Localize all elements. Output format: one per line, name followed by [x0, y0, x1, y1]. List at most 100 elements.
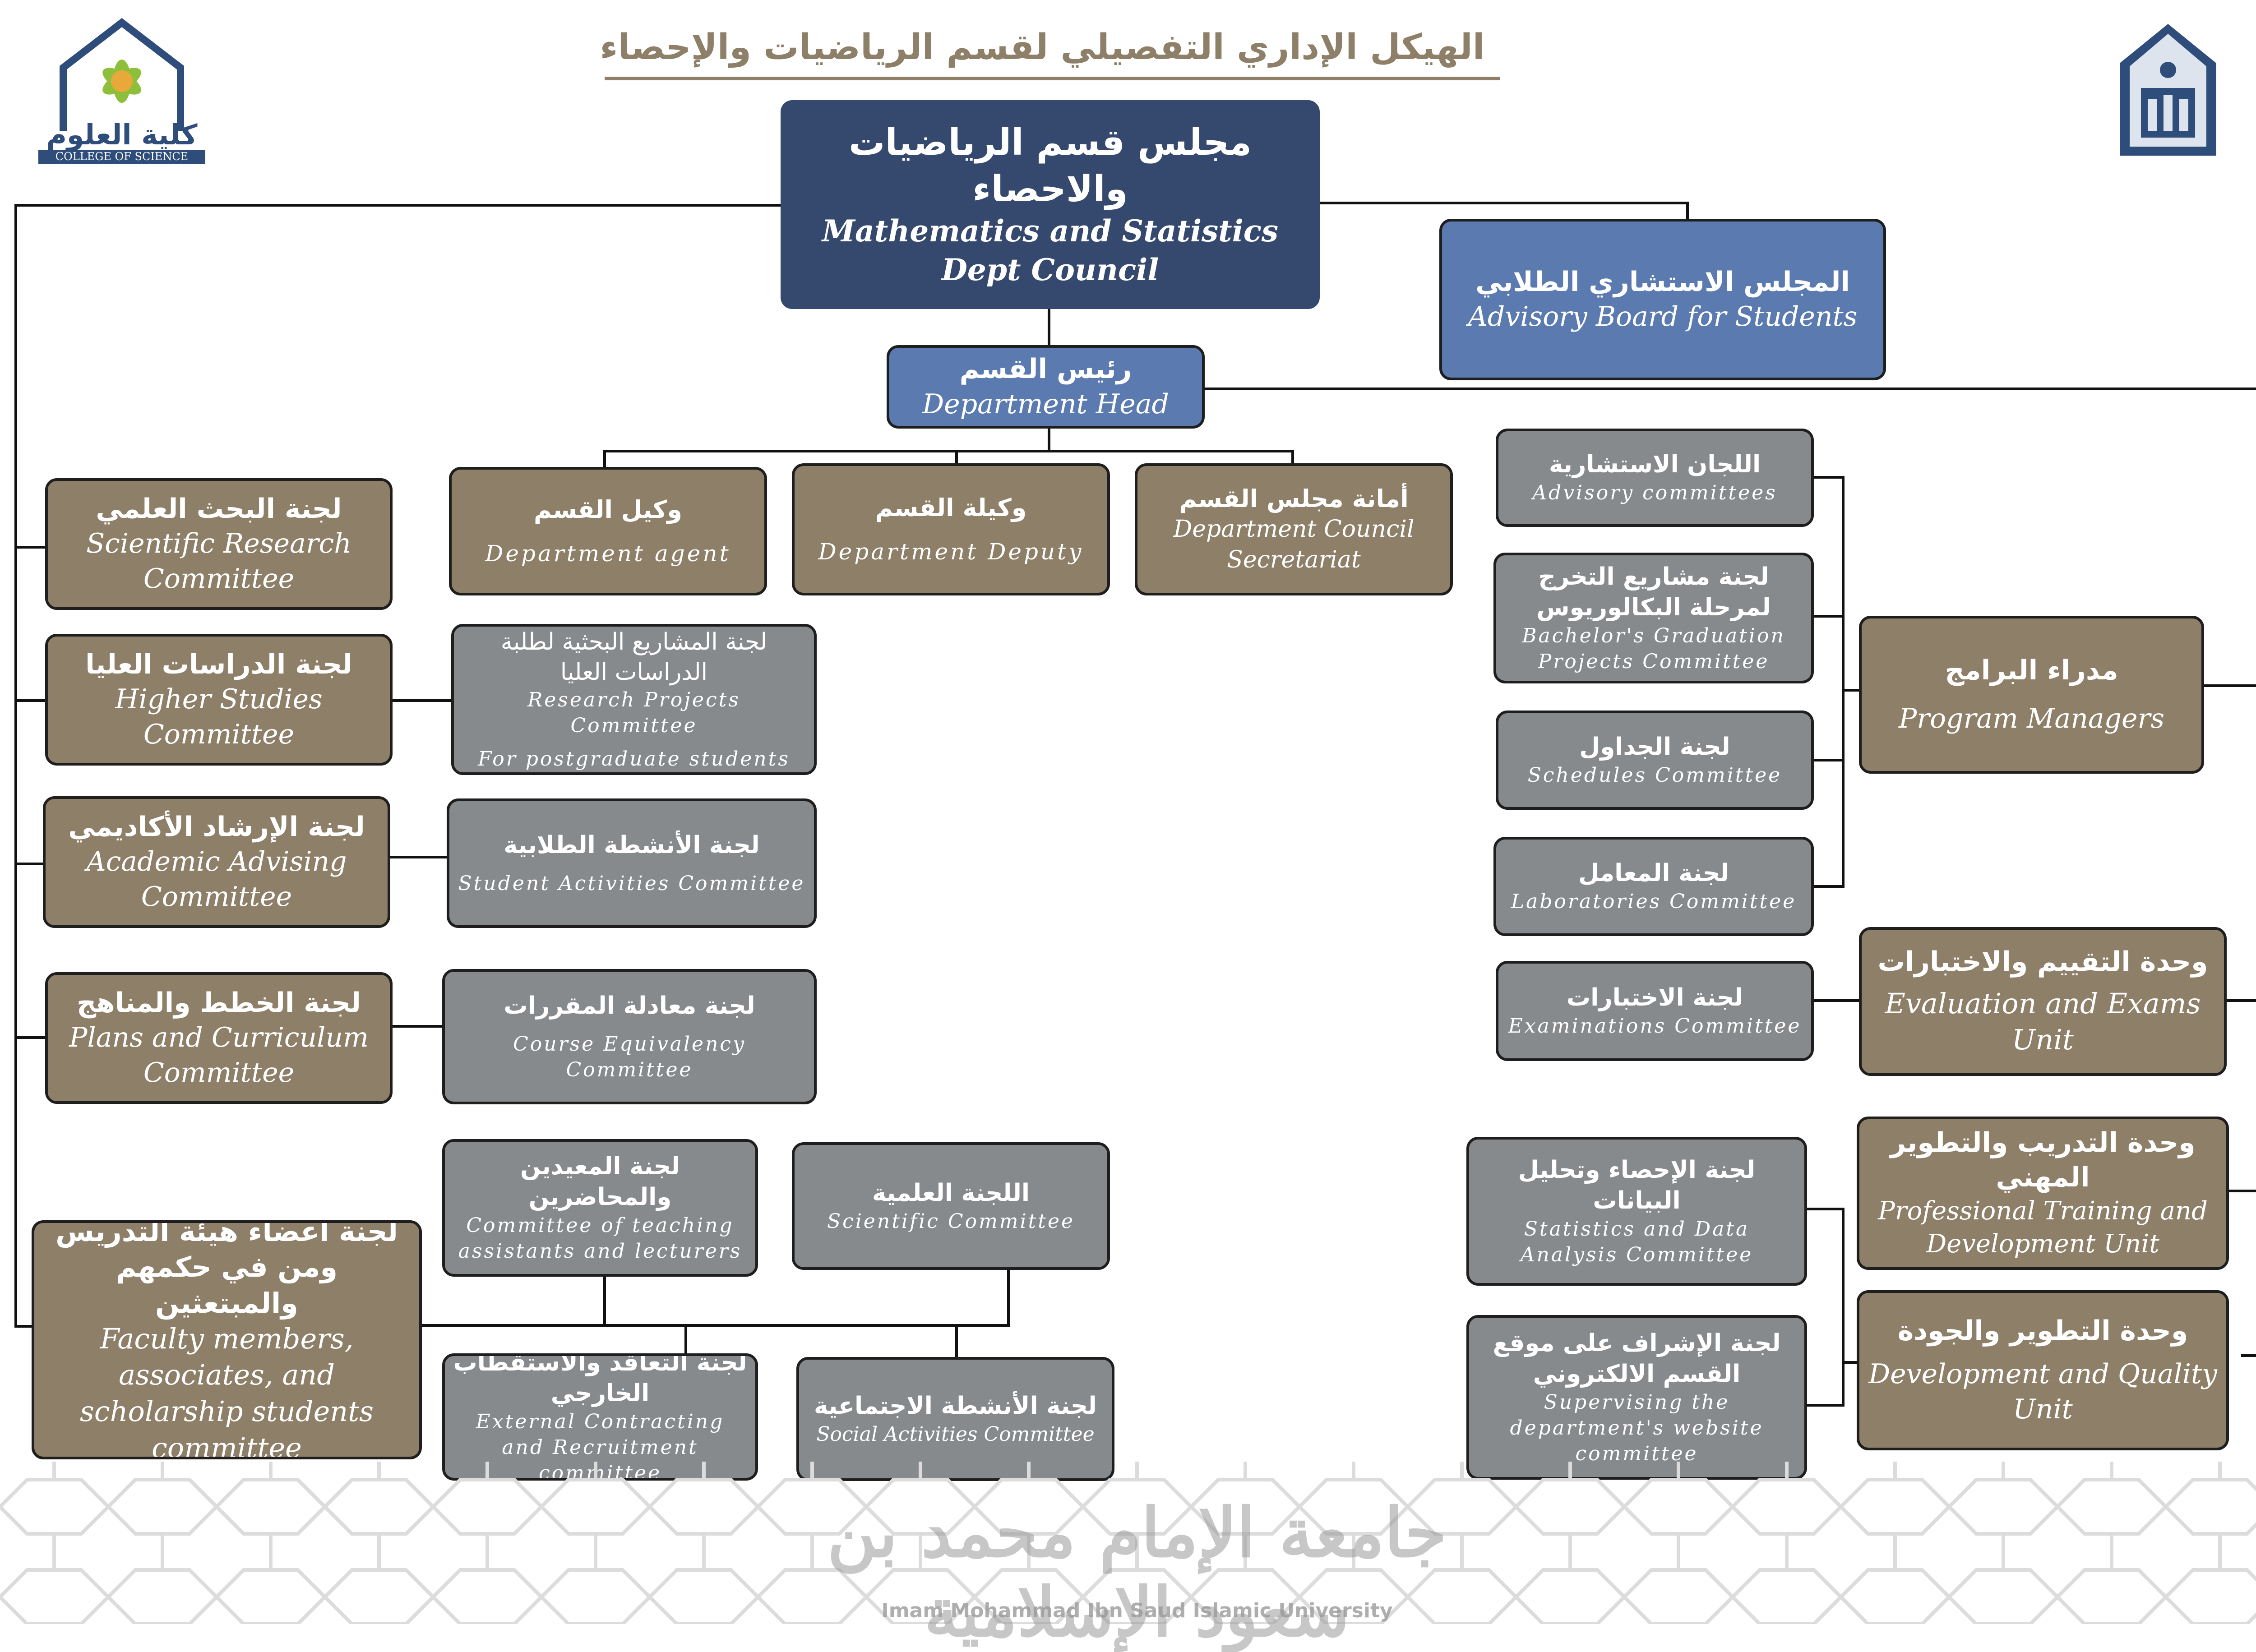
- university-name-ar: جامعة الإمام محمد بن سعود الإسلامية: [827, 1493, 1447, 1652]
- department-agent-en: Department agent: [485, 540, 731, 567]
- department-head-en: Department Head: [922, 388, 1169, 420]
- university-name-en: Imam Mohammad Ibn Saud Islamic Universit…: [881, 1599, 1393, 1622]
- evaluation-unit-en: Evaluation and Exams Unit: [1885, 987, 2201, 1057]
- college-of-science-logo: كلية العلوم COLLEGE OF SCIENCE: [38, 18, 205, 164]
- course-equivalency-committee-box: لجنة معادلة المقررات Course Equivalency …: [442, 969, 817, 1104]
- research-projects-committee-ar: لجنة المشاريع البحثية لطلبة الدراسات الع…: [500, 628, 767, 686]
- training-unit-en: Professional Training and Development Un…: [1878, 1196, 2208, 1259]
- department-agent-ar: وكيل القسم: [534, 495, 682, 524]
- higher-studies-committee-ar: لجنة الدراسات العليا: [85, 648, 352, 680]
- teaching-assistants-committee-box: لجنة المعيدين والمحاضرين Committee of te…: [442, 1139, 758, 1277]
- department-agent-box: وكيل القسم Department agent: [449, 467, 767, 595]
- teaching-assistants-committee-en: Committee of teaching assistants and lec…: [458, 1214, 742, 1263]
- graduation-projects-committee-ar: لجنة مشاريع التخرج لمرحلة البكالوريوس: [1536, 563, 1771, 621]
- graduation-projects-committee-en: Bachelor's Graduation Projects Committee: [1522, 624, 1785, 673]
- page-title: الهيكل الإداري التفصيلي لقسم الرياضيات و…: [600, 27, 1485, 68]
- line-faculty-group: [421, 1237, 1010, 1360]
- department-deputy-ar: وكيلة القسم: [875, 494, 1027, 522]
- research-committee-en: Scientific Research Committee: [86, 528, 351, 595]
- research-projects-committee-en1: Research Projects Committee: [527, 688, 740, 738]
- evaluation-unit-ar: وحدة التقييم والاختبارات: [1877, 946, 2208, 978]
- advisory-board-box: المجلس الاستشاري الطلابي Advisory Board …: [1439, 219, 1886, 380]
- title-underline: [605, 77, 1500, 80]
- advisory-committees-box: اللجان الاستشارية Advisory committees: [1496, 429, 1814, 527]
- council-secretariat-en: Department Council Secretariat: [1173, 516, 1415, 574]
- dept-council-en: Mathematics and Statistics Dept Council: [822, 213, 1279, 287]
- student-activities-committee-en: Student Activities Committee: [458, 872, 805, 895]
- footer-pattern: [0, 1462, 2256, 1624]
- training-unit-ar: وحدة التدريب والتطوير المهني: [1890, 1127, 2196, 1194]
- scientific-committee-en: Scientific Committee: [827, 1209, 1075, 1233]
- scientific-committee-ar: اللجنة العلمية: [872, 1179, 1030, 1207]
- council-secretariat-box: أمانة مجلس القسم Department Council Secr…: [1135, 463, 1453, 595]
- council-secretariat-ar: أمانة مجلس القسم: [1179, 485, 1409, 513]
- plans-curriculum-committee-ar: لجنة الخطط والمناهج: [77, 987, 361, 1019]
- social-activities-committee-en: Social Activities Committee: [816, 1422, 1095, 1446]
- course-equivalency-committee-en: Course Equivalency Committee: [513, 1032, 746, 1081]
- social-activities-committee-box: لجنة الأنشطة الاجتماعية Social Activitie…: [796, 1357, 1114, 1481]
- line-council-advisory: [1318, 202, 1689, 222]
- plans-curriculum-committee-box: لجنة الخطط والمناهج Plans and Curriculum…: [45, 972, 393, 1104]
- statistics-committee-box: لجنة الإحصاء وتحليل البيانات Statistics …: [1466, 1137, 1807, 1286]
- line-program-bracket: [1812, 476, 1863, 888]
- line-head-right-bus: [1203, 388, 2256, 1357]
- examinations-committee-en: Examinations Committee: [1508, 1015, 1802, 1038]
- faculty-committee-en: Faculty members, associates, and scholar…: [80, 1322, 374, 1459]
- plans-curriculum-committee-en: Plans and Curriculum Committee: [69, 1022, 369, 1089]
- quality-unit-box: وحدة التطوير والجودة Development and Qua…: [1857, 1290, 2229, 1450]
- student-activities-committee-box: لجنة الأنشطة الطلابية Student Activities…: [447, 798, 817, 928]
- schedules-committee-en: Schedules Committee: [1527, 764, 1782, 787]
- faculty-committee-ar: لجنة أعضاء هيئة التدريس ومن في حكمهم وال…: [55, 1220, 398, 1320]
- academic-advising-committee-box: لجنة الإرشاد الأكاديمي Academic Advising…: [43, 796, 390, 928]
- line-council-left-bus: [14, 204, 782, 1328]
- program-managers-box: مدراء البرامج Program Managers: [1859, 616, 2204, 774]
- statistics-committee-ar: لجنة الإحصاء وتحليل البيانات: [1518, 1156, 1756, 1214]
- university-emblem-icon: [2120, 24, 2216, 156]
- quality-unit-en: Development and Quality Unit: [1868, 1358, 2217, 1425]
- contracting-committee-ar: لجنة التعاقد والاستقطاب الخارجي: [453, 1353, 747, 1407]
- academic-advising-committee-ar: لجنة الإرشاد الأكاديمي: [68, 811, 365, 843]
- graduation-projects-committee-box: لجنة مشاريع التخرج لمرحلة البكالوريوس Ba…: [1493, 553, 1814, 683]
- student-activities-committee-ar: لجنة الأنشطة الطلابية: [504, 831, 760, 859]
- svg-text:COLLEGE OF SCIENCE: COLLEGE OF SCIENCE: [55, 150, 188, 163]
- laboratories-committee-box: لجنة المعامل Laboratories Committee: [1493, 837, 1814, 936]
- dept-council-ar: مجلس قسم الرياضيات والاحصاء: [849, 121, 1252, 210]
- research-committee-box: لجنة البحث العلمي Scientific Research Co…: [45, 478, 393, 610]
- svg-text:كلية العلوم: كلية العلوم: [46, 118, 198, 152]
- laboratories-committee-ar: لجنة المعامل: [1578, 859, 1729, 887]
- course-equivalency-committee-ar: لجنة معادلة المقررات: [504, 992, 755, 1020]
- social-activities-committee-ar: لجنة الأنشطة الاجتماعية: [814, 1392, 1097, 1420]
- advisory-board-en: Advisory Board for Students: [1468, 301, 1858, 333]
- website-committee-box: لجنة الإشراف على موقع القسم الالكتروني S…: [1466, 1315, 1807, 1480]
- scientific-committee-box: اللجنة العلمية Scientific Committee: [792, 1142, 1110, 1270]
- quality-unit-ar: وحدة التطوير والجودة: [1897, 1315, 2188, 1347]
- schedules-committee-ar: لجنة الجداول: [1579, 733, 1730, 761]
- higher-studies-committee-en: Higher Studies Committee: [115, 683, 323, 751]
- teaching-assistants-committee-ar: لجنة المعيدين والمحاضرين: [520, 1153, 680, 1211]
- program-managers-ar: مدراء البرامج: [1945, 654, 2118, 686]
- evaluation-unit-box: وحدة التقييم والاختبارات Evaluation and …: [1859, 927, 2227, 1076]
- laboratories-committee-en: Laboratories Committee: [1511, 890, 1797, 914]
- line-quality-bracket: [1806, 1208, 1859, 1407]
- research-committee-ar: لجنة البحث العلمي: [96, 493, 342, 525]
- website-committee-ar: لجنة الإشراف على موقع القسم الالكتروني: [1493, 1329, 1781, 1388]
- advisory-committees-ar: اللجان الاستشارية: [1549, 451, 1761, 479]
- research-projects-committee-en2: For postgraduate students: [478, 747, 790, 771]
- dept-council-box: مجلس قسم الرياضيات والاحصاء Mathematics …: [781, 100, 1320, 309]
- advisory-committees-en: Advisory committees: [1532, 481, 1777, 505]
- examinations-committee-ar: لجنة الاختبارات: [1566, 984, 1743, 1012]
- advisory-board-ar: المجلس الاستشاري الطلابي: [1475, 266, 1850, 298]
- faculty-committee-box: لجنة أعضاء هيئة التدريس ومن في حكمهم وال…: [32, 1220, 422, 1459]
- department-deputy-en: Department Deputy: [818, 538, 1084, 565]
- research-projects-committee-box: لجنة المشاريع البحثية لطلبة الدراسات الع…: [451, 624, 817, 775]
- schedules-committee-box: لجنة الجداول Schedules Committee: [1496, 711, 1814, 810]
- examinations-committee-box: لجنة الاختبارات Examinations Committee: [1496, 961, 1814, 1061]
- higher-studies-committee-box: لجنة الدراسات العليا Higher Studies Comm…: [45, 634, 393, 766]
- department-head-ar: رئيس القسم: [959, 353, 1132, 385]
- department-deputy-box: وكيلة القسم Department Deputy: [792, 463, 1110, 595]
- training-unit-box: وحدة التدريب والتطوير المهني Professiona…: [1857, 1117, 2229, 1270]
- contracting-committee-box: لجنة التعاقد والاستقطاب الخارجي External…: [442, 1353, 758, 1481]
- department-head-box: رئيس القسم Department Head: [887, 345, 1205, 429]
- academic-advising-committee-en: Academic Advising Committee: [86, 846, 347, 913]
